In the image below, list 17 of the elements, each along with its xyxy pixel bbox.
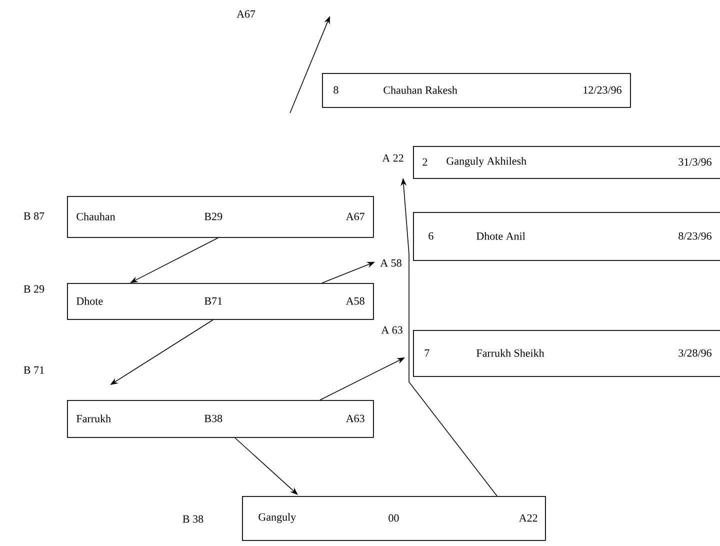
record-box: 7 Farrukh Sheikh 3/28/96 — [413, 330, 720, 377]
address-label: B 87 — [24, 212, 44, 220]
record-box: 6 Dhote Anil 8/23/96 — [413, 212, 720, 261]
record-box: Chauhan B29 A67 — [67, 196, 374, 238]
address-label: B 29 — [24, 285, 44, 293]
address-label: A 58 — [380, 259, 402, 267]
address-label: B 38 — [182, 515, 204, 523]
address-label: A67 — [236, 10, 256, 18]
address-label: A 22 — [382, 154, 404, 162]
record-box: Farrukh B38 A63 — [67, 400, 374, 438]
address-label: A 63 — [381, 326, 402, 334]
record-box: 2 Ganguly Akhilesh 31/3/96 — [413, 146, 720, 179]
arrow — [234, 437, 298, 495]
record-box: 8 Chauhan Rakesh 12/23/96 — [322, 73, 631, 108]
address-label: B 71 — [24, 366, 44, 374]
record-box: Ganguly 00 A22 — [242, 496, 546, 541]
record-box: Dhote B71 A58 — [67, 283, 374, 320]
